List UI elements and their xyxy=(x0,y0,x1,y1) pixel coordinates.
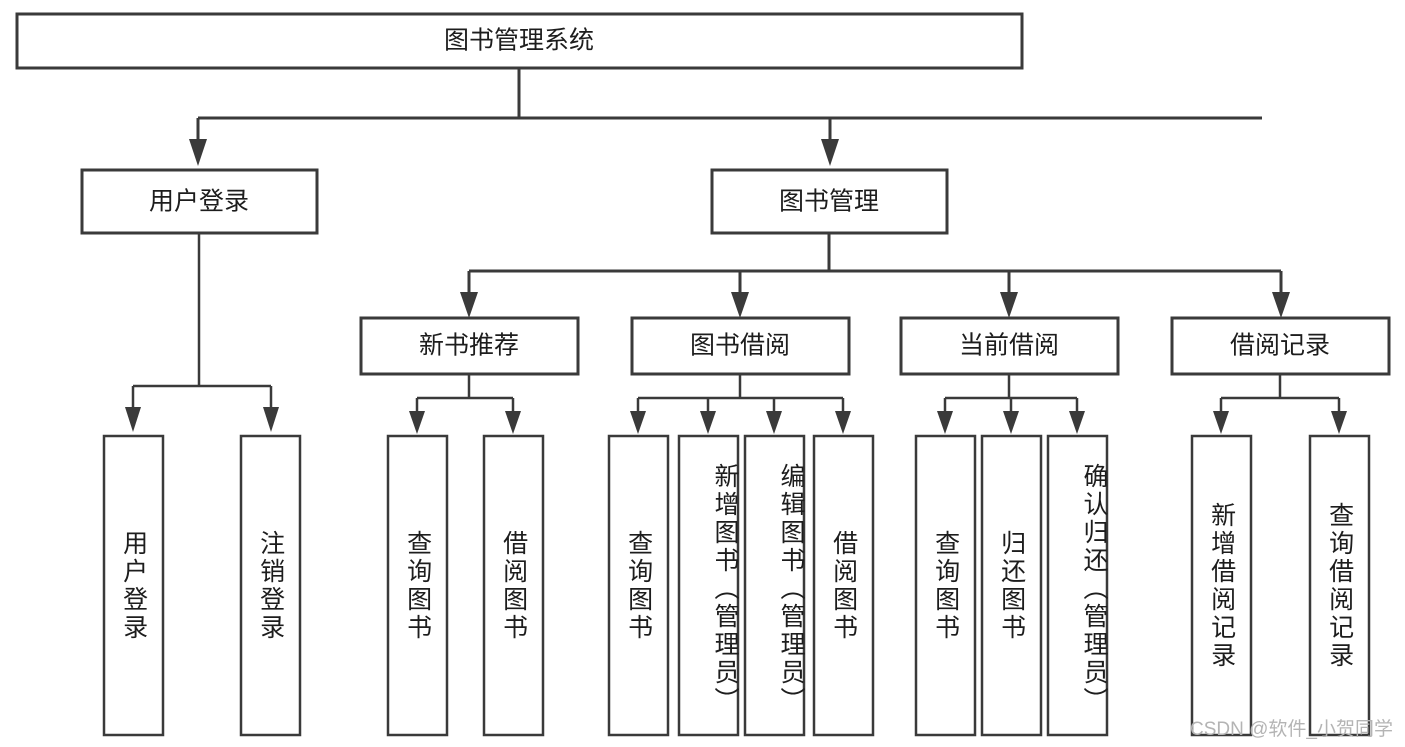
arrow-head-icon xyxy=(700,411,716,434)
connector-current-borrow-to-leaves xyxy=(937,374,1085,434)
book-management-label: 图书管理 xyxy=(779,188,879,216)
leaf-box-user-login-0[interactable] xyxy=(102,434,165,737)
connector-book-management-to-level3 xyxy=(460,233,1290,318)
new-book-recommend-box[interactable] xyxy=(359,316,580,376)
leaf-box-current-borrow-1[interactable] xyxy=(980,434,1043,737)
leaf-box-new-book-recommend-1[interactable] xyxy=(482,434,545,737)
leaf-box-borrow-record-0[interactable] xyxy=(1190,434,1253,737)
csdn-watermark: CSDN @软件_小贺同学 xyxy=(1190,719,1393,740)
connector-borrow-record-to-leaves xyxy=(1213,374,1347,434)
leaf-box-book-borrow-3[interactable] xyxy=(812,434,875,737)
arrow-head-icon xyxy=(1213,411,1229,434)
node-user-login[interactable]: 用户登录 xyxy=(80,168,319,235)
current-borrow-label: 当前借阅 xyxy=(959,332,1059,360)
arrow-head-icon xyxy=(460,292,478,318)
connector-new-book-recommend-to-leaves xyxy=(409,374,521,434)
arrow-head-icon xyxy=(937,411,953,434)
current-borrow-box[interactable] xyxy=(899,316,1120,376)
leaf-box-user-login-1[interactable] xyxy=(239,434,302,737)
node-book-management[interactable]: 图书管理 xyxy=(710,168,949,235)
arrow-head-icon xyxy=(125,407,141,432)
arrow-head-icon xyxy=(630,411,646,434)
arrow-head-icon xyxy=(821,139,839,166)
leaf-box-book-borrow-2[interactable] xyxy=(743,434,806,737)
node-book-borrow[interactable]: 图书借阅 xyxy=(630,316,851,376)
user-login-box[interactable] xyxy=(80,168,319,235)
user-login-label: 用户登录 xyxy=(149,188,249,216)
node-current-borrow[interactable]: 当前借阅 xyxy=(899,316,1120,376)
leaf-box-borrow-record-1[interactable] xyxy=(1308,434,1371,737)
connector-root-to-level2 xyxy=(189,68,1262,166)
arrow-head-icon xyxy=(409,411,425,434)
leaf-boxes-book-borrow xyxy=(607,434,875,737)
leaf-boxes-user-login xyxy=(102,434,302,737)
arrow-head-icon xyxy=(1000,292,1018,318)
arrow-head-icon xyxy=(1272,292,1290,318)
connector-book-borrow-to-leaves xyxy=(630,374,851,434)
arrow-head-icon xyxy=(505,411,521,434)
root-label: 图书管理系统 xyxy=(444,27,594,55)
leaf-box-book-borrow-0[interactable] xyxy=(607,434,670,737)
node-new-book-recommend[interactable]: 新书推荐 xyxy=(359,316,580,376)
node-borrow-record[interactable]: 借阅记录 xyxy=(1170,316,1391,376)
leaf-box-new-book-recommend-0[interactable] xyxy=(386,434,449,737)
leaf-box-book-borrow-1[interactable] xyxy=(677,434,740,737)
arrow-head-icon xyxy=(1069,411,1085,434)
borrow-record-label: 借阅记录 xyxy=(1230,332,1330,360)
leaf-boxes-borrow-record xyxy=(1190,434,1371,737)
leaf-box-current-borrow-0[interactable] xyxy=(914,434,977,737)
arrow-head-icon xyxy=(835,411,851,434)
leaf-box-current-borrow-2[interactable] xyxy=(1046,434,1109,737)
root-box[interactable] xyxy=(15,12,1024,70)
leaf-boxes-current-borrow xyxy=(914,434,1109,737)
connector-user-login-to-leaves xyxy=(125,233,279,432)
arrow-head-icon xyxy=(263,407,279,432)
node-root[interactable]: 图书管理系统 xyxy=(15,12,1024,70)
book-borrow-label: 图书借阅 xyxy=(690,332,790,360)
new-book-recommend-label: 新书推荐 xyxy=(419,332,519,360)
arrow-head-icon xyxy=(189,139,207,166)
arrow-head-icon xyxy=(1331,411,1347,434)
arrow-head-icon xyxy=(766,411,782,434)
leaf-boxes-new-book-recommend xyxy=(386,434,545,737)
arrow-head-icon xyxy=(1003,411,1019,434)
arrow-head-icon xyxy=(731,292,749,318)
